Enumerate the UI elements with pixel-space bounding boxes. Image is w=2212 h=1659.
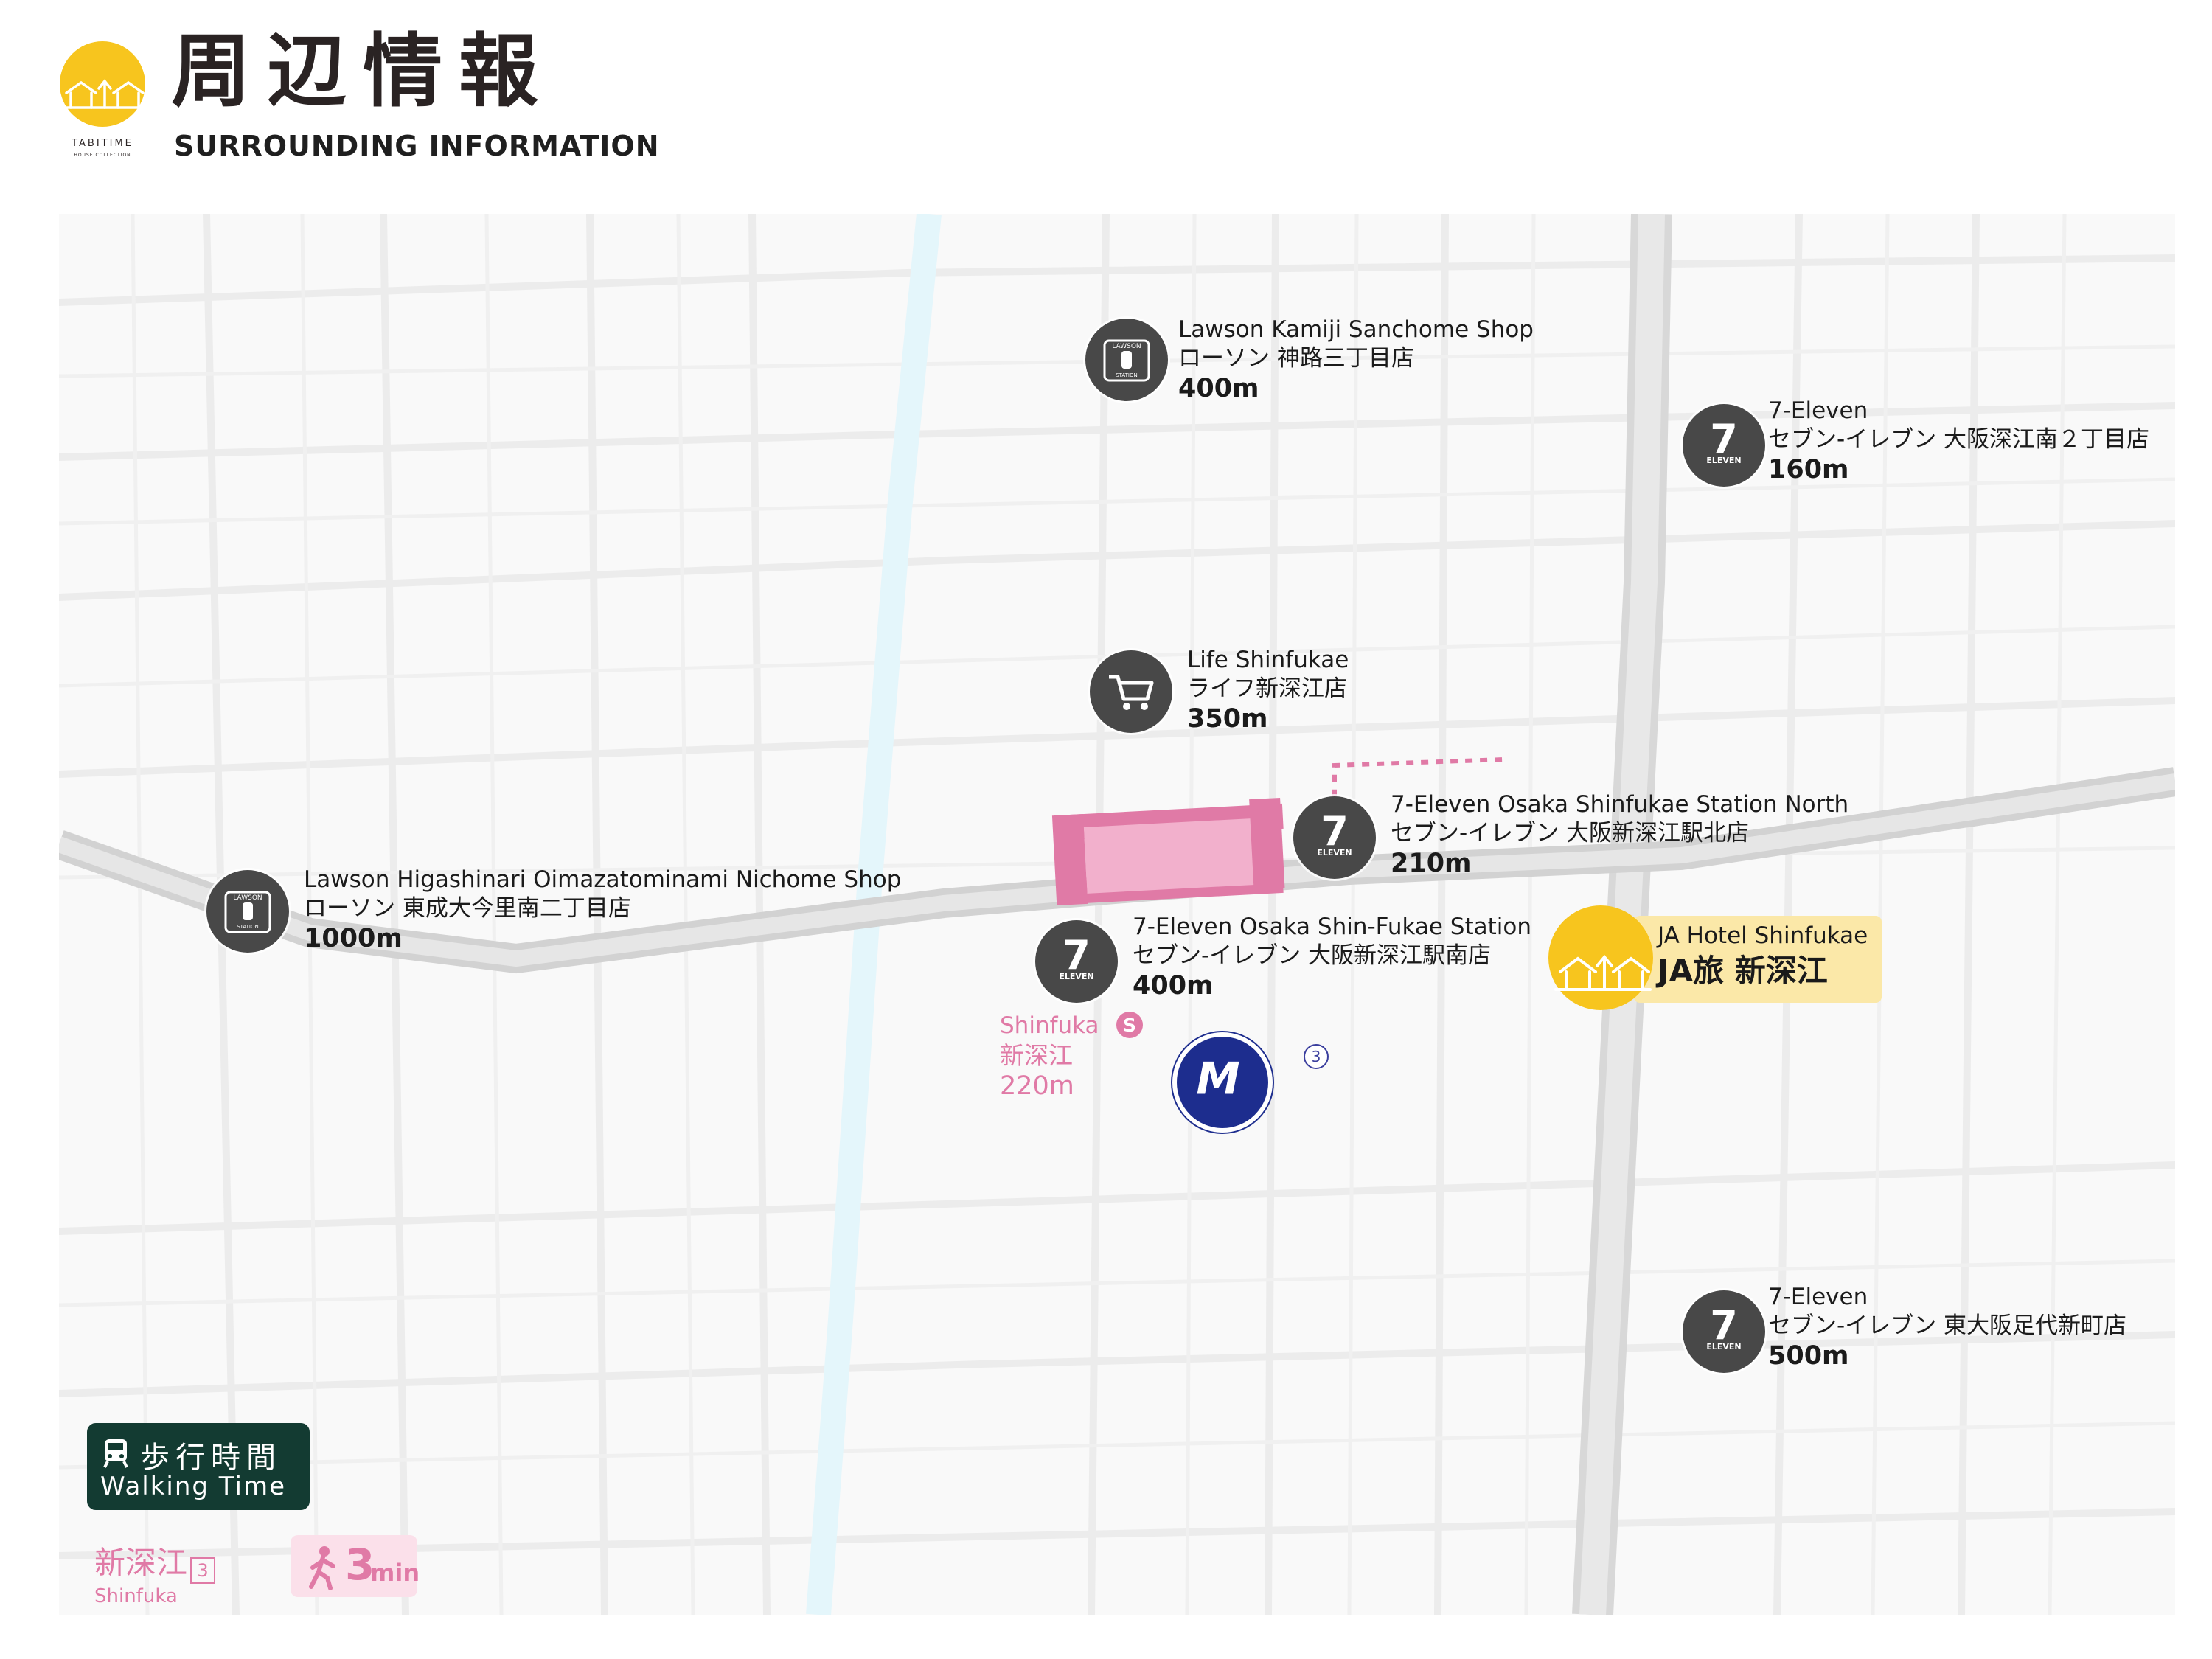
poi-label-life-shinfukae[interactable]: Life Shinfukae ライフ新深江店 350m bbox=[1187, 646, 1349, 735]
poi-name-jp: セブン-イレブン 大阪新深江駅南店 bbox=[1133, 942, 1492, 969]
seven-eleven-icon[interactable]: 7 ELEVEN bbox=[1035, 920, 1118, 1003]
lawson-icon-subtext: STATION bbox=[1116, 372, 1138, 378]
legend-title-jp: 歩行時間 bbox=[140, 1441, 282, 1475]
page-subtitle: SURROUNDING INFORMATION bbox=[174, 130, 660, 162]
poi-distance: 1000m bbox=[304, 923, 403, 953]
station-label[interactable]: Shinfuka 新深江 220m bbox=[1000, 1012, 1099, 1103]
seven-eleven-icon-text: ELEVEN bbox=[1317, 848, 1352, 858]
exit-number-badge: 3 bbox=[1304, 1044, 1329, 1069]
legend-title-en: Walking Time bbox=[100, 1472, 287, 1501]
poi-distance: 400m bbox=[1178, 373, 1259, 403]
walk-time-badge: 3 min bbox=[291, 1535, 420, 1597]
legend-exit-badge: 3 bbox=[190, 1557, 216, 1584]
map-area[interactable]: Shinfuka 新深江 220m S M 3 JA Hotel Shinfuk… bbox=[59, 214, 2175, 1615]
shopping-cart-icon[interactable] bbox=[1090, 650, 1172, 733]
poi-name-en: Lawson Higashinari Oimazatominami Nichom… bbox=[304, 866, 902, 893]
seven-eleven-numeral: 7 bbox=[1710, 1302, 1738, 1349]
station-name-jp: 新深江 bbox=[1000, 1040, 1073, 1070]
osaka-metro-logo-icon[interactable]: M bbox=[1172, 1032, 1273, 1133]
poi-distance: 350m bbox=[1187, 703, 1268, 734]
poi-name-en: 7-Eleven Osaka Shin-Fukae Station bbox=[1133, 914, 1532, 940]
poi-name-jp: セブン-イレブン 東大阪足代新町店 bbox=[1768, 1312, 2127, 1339]
station-name-en: Shinfuka bbox=[1000, 1012, 1099, 1039]
poi-name-jp: ローソン 神路三丁目店 bbox=[1178, 344, 1414, 372]
seven-eleven-icon-text: ELEVEN bbox=[1059, 972, 1093, 981]
metro-logo-letter: M bbox=[1196, 1054, 1239, 1105]
hotel-marker-icon[interactable] bbox=[1547, 904, 1655, 1012]
walking-person-icon bbox=[309, 1546, 335, 1590]
logo-subtext: HOUSE COLLECTION bbox=[74, 153, 131, 158]
station-distance: 220m bbox=[1000, 1071, 1074, 1101]
poi-label-lawson-higashinari[interactable]: Lawson Higashinari Oimazatominami Nichom… bbox=[304, 866, 901, 955]
hotel-name-en: JA Hotel Shinfukae bbox=[1658, 922, 1868, 949]
logo-text: TABITIME bbox=[71, 138, 133, 149]
seven-eleven-numeral: 7 bbox=[1710, 416, 1738, 462]
poi-distance: 160m bbox=[1768, 454, 1849, 484]
train-icon bbox=[103, 1439, 128, 1468]
poi-label-seven-station-south[interactable]: 7-Eleven Osaka Shin-Fukae Station セブン-イレ… bbox=[1133, 913, 1531, 1002]
lawson-icon[interactable]: LAWSON STATION bbox=[1085, 319, 1168, 401]
poi-name-en: 7-Eleven bbox=[1768, 397, 1868, 424]
poi-name-jp: ライフ新深江店 bbox=[1187, 675, 1347, 702]
seven-eleven-icon[interactable]: 7 ELEVEN bbox=[1293, 796, 1376, 879]
seven-eleven-icon-text: ELEVEN bbox=[1706, 456, 1741, 465]
poi-name-jp: ローソン 東成大今里南二丁目店 bbox=[304, 894, 631, 922]
poi-label-seven-ashishiro[interactable]: 7-Eleven セブン-イレブン 東大阪足代新町店 500m bbox=[1768, 1283, 2126, 1372]
poi-name-en: 7-Eleven Osaka Shinfukae Station North bbox=[1391, 791, 1849, 818]
poi-name-en: 7-Eleven bbox=[1768, 1284, 1868, 1310]
walk-minutes: 3 bbox=[345, 1540, 375, 1590]
poi-name-en: Lawson Kamiji Sanchome Shop bbox=[1178, 316, 1534, 343]
lawson-icon-text: LAWSON bbox=[233, 894, 262, 902]
subway-line-badge: S bbox=[1116, 1012, 1143, 1038]
seven-eleven-numeral: 7 bbox=[1321, 808, 1349, 855]
poi-label-lawson-kamiji[interactable]: Lawson Kamiji Sanchome Shop ローソン 神路三丁目店 … bbox=[1178, 316, 1534, 405]
hotel-name-jp: JA旅 新深江 bbox=[1658, 953, 1828, 990]
poi-label-seven-station-north[interactable]: 7-Eleven Osaka Shinfukae Station North セ… bbox=[1391, 790, 1848, 880]
poi-label-seven-fukae-minami[interactable]: 7-Eleven セブン-イレブン 大阪深江南２丁目店 160m bbox=[1768, 397, 2149, 486]
seven-eleven-numeral: 7 bbox=[1062, 932, 1091, 978]
poi-name-jp: セブン-イレブン 大阪深江南２丁目店 bbox=[1768, 425, 2150, 453]
street-map bbox=[59, 214, 2175, 1615]
page-title: 周辺情報 bbox=[171, 26, 555, 118]
legend-station-en: Shinfuka bbox=[94, 1585, 178, 1607]
poi-name-jp: セブン-イレブン 大阪新深江駅北店 bbox=[1391, 819, 1750, 846]
lawson-icon-subtext: STATION bbox=[237, 924, 259, 930]
poi-distance: 400m bbox=[1133, 970, 1214, 1001]
tabitime-logo: TABITIME HOUSE COLLECTION bbox=[60, 41, 146, 158]
seven-eleven-icon[interactable]: 7 ELEVEN bbox=[1683, 1290, 1765, 1373]
poi-distance: 500m bbox=[1768, 1340, 1849, 1371]
walk-unit: min bbox=[370, 1559, 420, 1587]
hotel-label-background bbox=[1634, 916, 1882, 1003]
poi-name-en: Life Shinfukae bbox=[1187, 647, 1349, 673]
walking-time-legend: 歩行時間 Walking Time bbox=[87, 1423, 310, 1510]
seven-eleven-icon-text: ELEVEN bbox=[1706, 1342, 1741, 1352]
seven-eleven-icon[interactable]: 7 ELEVEN bbox=[1683, 404, 1765, 487]
lawson-icon[interactable]: LAWSON STATION bbox=[206, 870, 289, 953]
lawson-icon-text: LAWSON bbox=[1112, 343, 1141, 350]
poi-distance: 210m bbox=[1391, 848, 1472, 878]
legend-station-jp: 新深江 bbox=[94, 1545, 188, 1581]
hotel-label[interactable]: JA Hotel Shinfukae JA旅 新深江 bbox=[1658, 920, 1868, 991]
